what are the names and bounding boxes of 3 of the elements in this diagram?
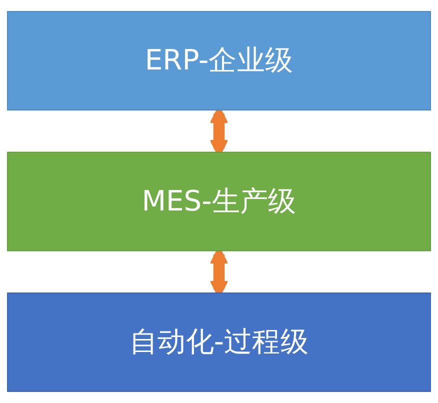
node-box: ERP-企业级 bbox=[7, 11, 431, 110]
node-box: 自动化-过程级 bbox=[7, 292, 431, 392]
node-box: MES-生产级 bbox=[7, 152, 431, 252]
